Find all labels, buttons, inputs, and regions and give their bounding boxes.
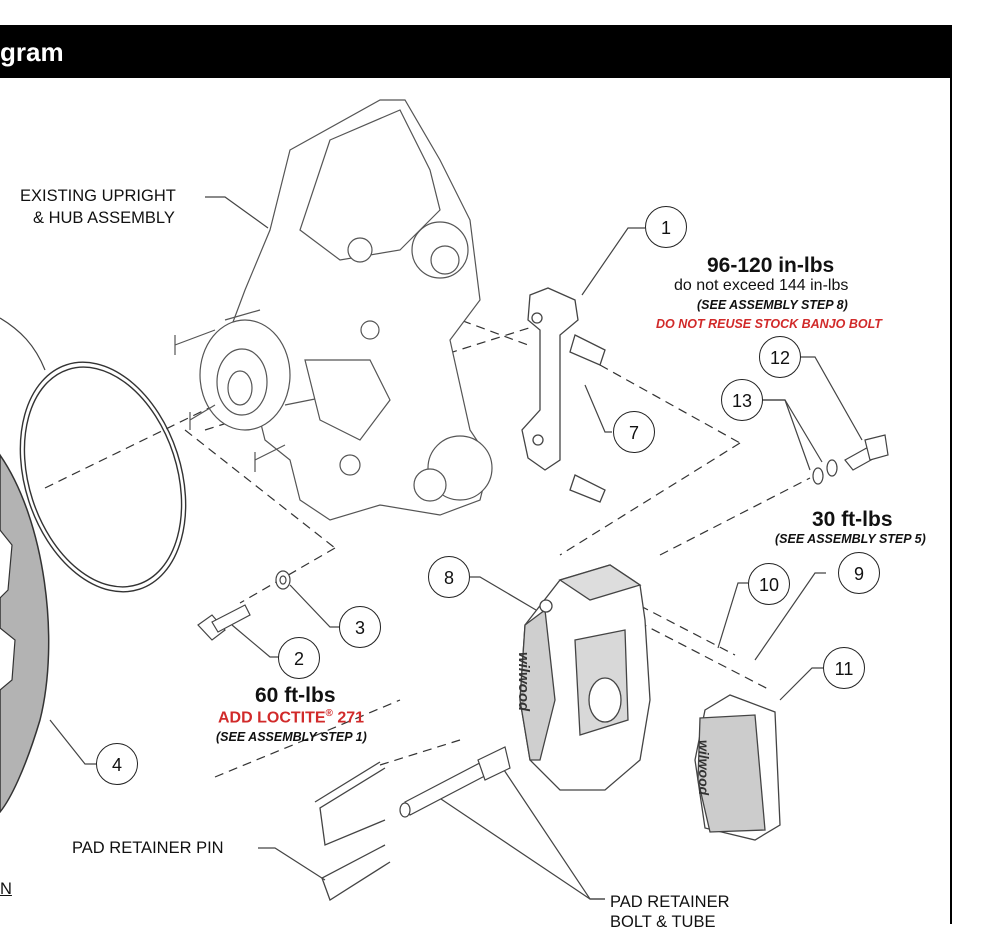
frame-border: [950, 25, 952, 924]
pad-retainer-pin-label: PAD RETAINER PIN: [72, 839, 224, 857]
leader-2: [231, 624, 279, 658]
bracket-bolt-drawing: [197, 570, 291, 641]
leader-9: [754, 572, 826, 661]
callout-2: 2: [278, 637, 320, 679]
banjo-drawing: [812, 434, 889, 485]
banjo-torque-limit: do not exceed 144 in-lbs: [674, 277, 849, 294]
leader-10: [717, 582, 748, 649]
callout-10: 10: [748, 563, 790, 605]
leader-12: [800, 356, 863, 441]
leader-13b: [762, 399, 811, 471]
rotor-drawing: [0, 453, 50, 814]
callout-3: 3: [339, 606, 381, 648]
pad-bolt-torque-value: 30 ft-lbs: [812, 508, 893, 531]
header-bar: [0, 25, 952, 78]
pad-bolt-drawing: [399, 746, 511, 818]
left-cut-label: N: [0, 880, 12, 898]
pad-retainer-bolt-label-line1: PAD RETAINER: [610, 893, 730, 911]
banjo-assembly-step: (SEE ASSEMBLY STEP 8): [697, 298, 848, 312]
loctite-number: 271: [332, 709, 365, 727]
pad-drawing: [694, 694, 781, 841]
ring-drawing: [19, 361, 187, 593]
leader-4: [49, 719, 96, 765]
upright-label-line2: & HUB ASSEMBLY: [33, 209, 175, 227]
loctite-reg: ®: [325, 708, 333, 719]
banjo-warning: DO NOT REUSE STOCK BANJO BOLT: [656, 317, 882, 331]
bracket-drawing: [521, 287, 606, 503]
header-title: gram: [0, 37, 64, 67]
callout-11: 11: [823, 647, 865, 689]
pad-retainer-bolt-label-line2: BOLT & TUBE: [610, 913, 716, 931]
callout-13: 13: [721, 379, 763, 421]
callout-7: 7: [613, 411, 655, 453]
leader-pin: [258, 847, 326, 881]
banjo-torque-value: 96-120 in-lbs: [707, 254, 835, 277]
upright-label-line1: EXISTING UPRIGHT: [20, 187, 176, 205]
callout-12: 12: [759, 336, 801, 378]
pad-pin-drawing: [314, 761, 391, 901]
callout-1: 1: [645, 206, 687, 248]
leader-11: [779, 667, 823, 701]
leader-upright: [205, 196, 269, 229]
callout-8: 8: [428, 556, 470, 598]
caliper-drawing: [519, 564, 651, 791]
loctite-text: ADD LOCTITE: [218, 709, 326, 727]
bracket-bolt-assembly-step: (SEE ASSEMBLY STEP 1): [216, 730, 367, 744]
leader-bolt-b: [501, 766, 605, 900]
leader-3: [289, 584, 340, 628]
caliper-logo: wilwood: [515, 652, 532, 712]
leader-13a: [762, 399, 823, 463]
leader-8: [470, 576, 537, 611]
leader-1: [581, 227, 645, 296]
pad-logo: wilwood: [696, 740, 712, 796]
leader-7: [584, 384, 612, 433]
pad-bolt-assembly-step: (SEE ASSEMBLY STEP 5): [775, 532, 926, 546]
callout-9: 9: [838, 552, 880, 594]
callout-4: 4: [96, 743, 138, 785]
upright-drawing: [174, 99, 493, 521]
leader-ring: [0, 317, 46, 371]
bracket-bolt-torque-value: 60 ft-lbs: [255, 684, 336, 707]
loctite-note: ADD LOCTITE® 271: [218, 708, 364, 727]
